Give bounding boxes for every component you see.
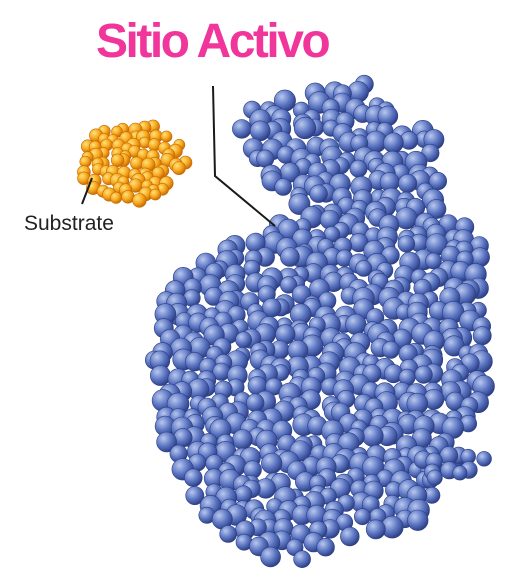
- substrate-leader-line: [81, 177, 93, 205]
- active-site-leader-line: [212, 85, 276, 227]
- substrate-label: Substrate: [24, 212, 114, 235]
- title: Sitio Activo: [96, 15, 331, 68]
- substrate-molecule-icon: [77, 119, 193, 208]
- enzyme-molecule-icon: [145, 74, 495, 569]
